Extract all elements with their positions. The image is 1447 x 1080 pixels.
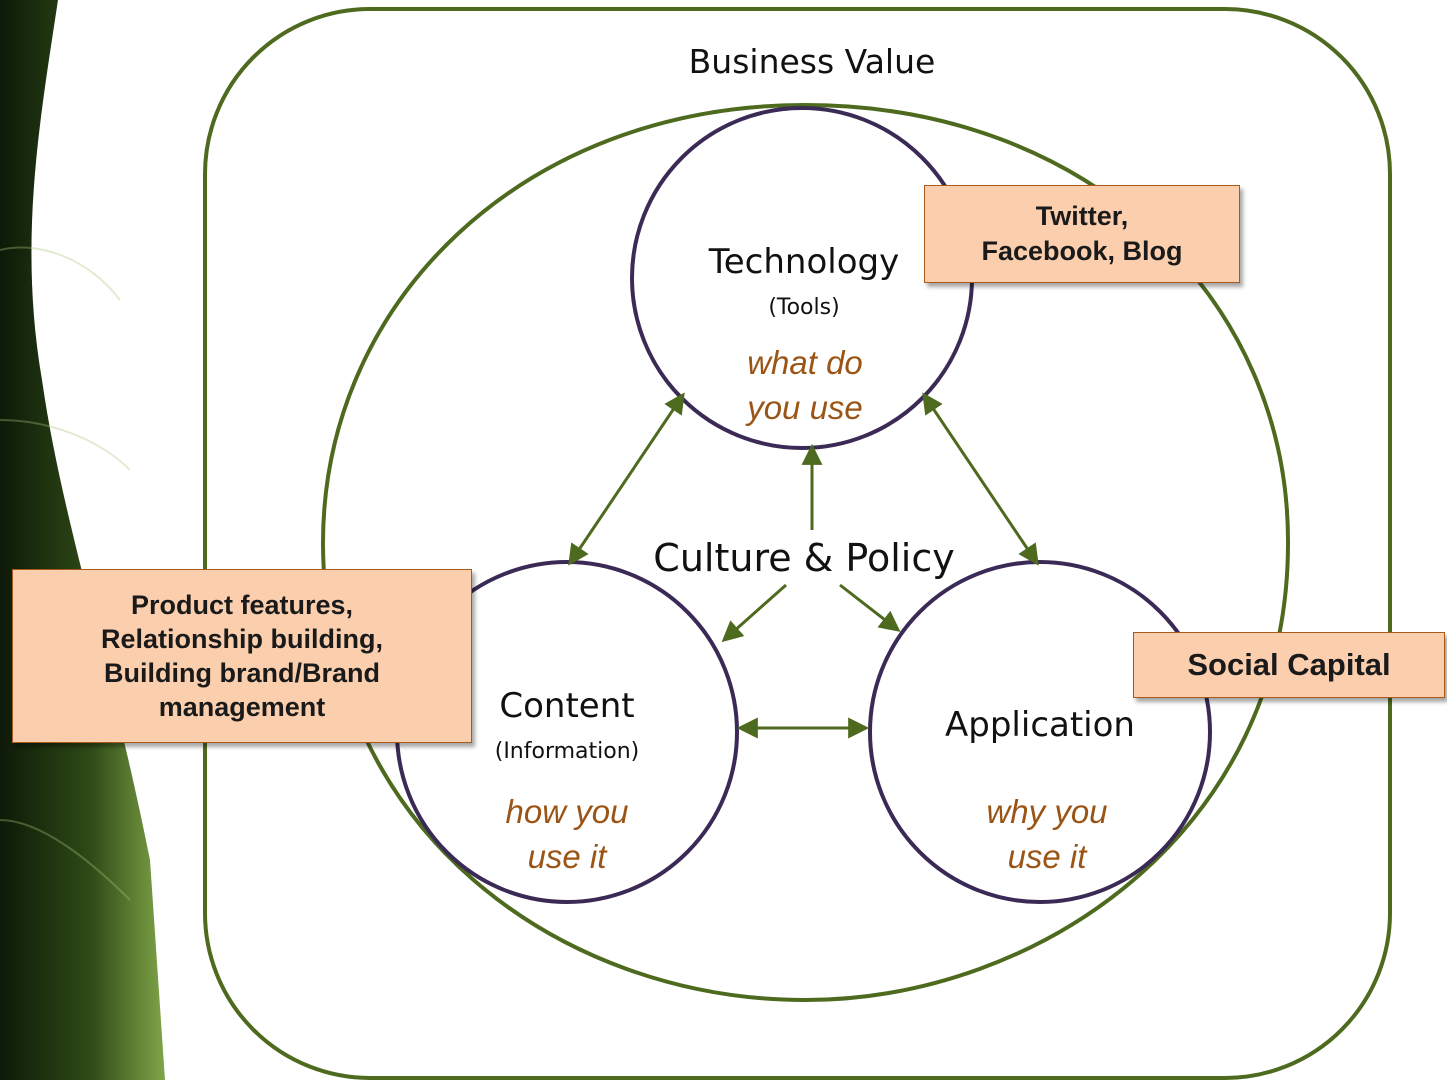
application-question-line2: use it xyxy=(1007,838,1087,875)
arrow-center-application xyxy=(839,583,901,632)
content-callout-line2: Relationship building, xyxy=(101,624,383,654)
arrow-application-technology xyxy=(922,392,1039,566)
technology-title: Technology xyxy=(708,242,900,282)
content-callout-line4: management xyxy=(158,692,326,722)
culture-policy-label: Culture & Policy xyxy=(653,536,955,580)
content-callout: Product features, Relationship building,… xyxy=(12,569,472,743)
application-question-line1: why you xyxy=(986,793,1108,830)
technology-callout-line1: Twitter, xyxy=(1035,201,1129,231)
content-question-line1: how you xyxy=(505,793,629,830)
technology-callout-line2: Facebook, Blog xyxy=(981,236,1183,266)
arrow-center-content xyxy=(721,583,787,643)
green-swoosh-decoration xyxy=(0,0,165,1080)
application-circle xyxy=(868,560,1212,904)
application-title: Application xyxy=(945,705,1135,745)
content-callout-line3: Building brand/Brand xyxy=(104,658,380,688)
arrow-content-technology xyxy=(568,392,685,566)
content-callout-line1: Product features, xyxy=(130,590,354,620)
technology-question-line2: you use xyxy=(747,389,863,426)
content-question-line2: use it xyxy=(527,838,607,875)
content-title: Content xyxy=(499,686,635,726)
technology-callout: Twitter, Facebook, Blog xyxy=(924,185,1240,283)
business-value-label: Business Value xyxy=(688,42,936,81)
technology-question-line1: what do xyxy=(747,344,863,381)
application-callout: Social Capital xyxy=(1133,632,1445,698)
application-callout-line1: Social Capital xyxy=(1187,647,1391,682)
technology-subtitle: (Tools) xyxy=(768,295,840,320)
relation-arrows xyxy=(568,392,1039,739)
content-subtitle: (Information) xyxy=(494,739,640,764)
